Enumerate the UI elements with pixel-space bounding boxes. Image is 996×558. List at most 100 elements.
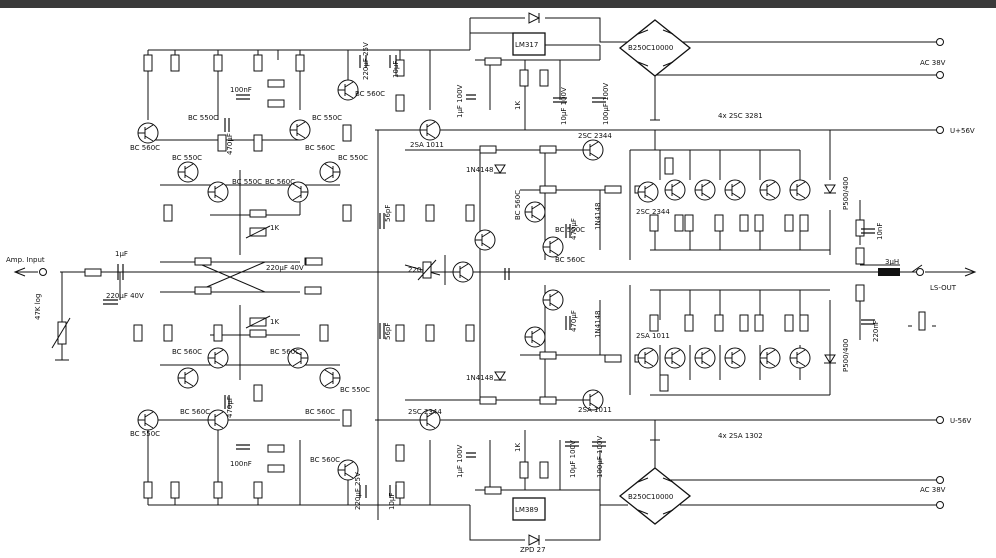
label-regulator-top: LM317 [515, 41, 538, 49]
transistor-r [524, 201, 546, 223]
terminals [39, 38, 944, 509]
label-cap-470uf-c: 470µF [570, 218, 578, 240]
transistor-out-n5 [789, 347, 811, 369]
label-regulator-bottom: LM389 [515, 506, 538, 514]
transistor-out-p4 [759, 179, 781, 201]
label-cap-56pf-top: 56pF [384, 205, 392, 222]
transistor-f [337, 79, 359, 101]
label-res-1k-top: 1K [514, 101, 522, 110]
transistors [137, 79, 811, 481]
terminal-ac-top-1 [936, 38, 944, 46]
transistor-y [637, 347, 659, 369]
labels: Amp. Input LS-OUT AC 38V AC 38V U+56V U-… [6, 41, 975, 554]
label-q-2sc2344-bottom: 2SC 2344 [408, 408, 442, 416]
transistor-s [542, 236, 564, 258]
label-res-1k-b: 1K [270, 318, 279, 326]
transistor-x [637, 181, 659, 203]
transistor-out-p3 [724, 179, 746, 201]
transistor-g [419, 119, 441, 141]
terminal-input [39, 268, 47, 276]
transistor-p [474, 229, 496, 251]
window-top-bar [0, 0, 996, 8]
label-q-bc550c-1: BC 550C [188, 114, 218, 122]
label-amp-input: Amp. Input [6, 256, 45, 264]
transistor-j [287, 347, 309, 369]
terminal-ac-bottom-1 [936, 476, 944, 484]
label-q-bc560c-2: BC 560C [305, 144, 335, 152]
label-res-1k-bottom: 1K [514, 443, 522, 452]
label-cap-220-40: 220µF 40V [106, 292, 144, 300]
presets [245, 225, 437, 329]
transistor-o [419, 409, 441, 431]
transistor-out-n1 [664, 347, 686, 369]
label-q-2sc2344-drv2: 2SC 2344 [636, 208, 670, 216]
transistor-c [207, 181, 229, 203]
label-cap-220-25-top: 220µF 25V [362, 42, 370, 80]
label-zpd-bottom: ZPD 27 [520, 546, 546, 554]
transistor-i [207, 347, 229, 369]
label-pot: 47K log [34, 294, 42, 320]
label-cap-10uf-100v-bottom: 10µF 100V [569, 440, 577, 478]
transistor-m [207, 409, 229, 431]
terminal-v-plus [936, 126, 944, 134]
ground-symbols [55, 119, 660, 441]
transistor-l [137, 409, 159, 431]
label-d-1n4148-d: 1N4148 [594, 310, 602, 338]
label-res-220: 220 [408, 266, 421, 274]
label-q-2sa1011-top: 2SA 1011 [410, 141, 444, 149]
transistor-b [177, 161, 199, 183]
transistor-n [337, 459, 359, 481]
capacitors [103, 55, 875, 498]
label-v-minus: U-56V [950, 417, 972, 425]
label-q-bc550c-2: BC 550C [312, 114, 342, 122]
transistor-out-n2 [694, 347, 716, 369]
label-q-bc560c-a: BC 560C [355, 90, 385, 98]
transistor-w [582, 389, 604, 411]
label-q-bc560c-4: BC 560C [180, 408, 210, 416]
label-q-bc560c-b: BC 560C [172, 348, 202, 356]
label-ac-top: AC 38V [920, 59, 946, 67]
label-q-bc560c-3: BC 560C [265, 178, 295, 186]
label-cap-470uf-d: 470µF [570, 310, 578, 332]
regulators [512, 32, 546, 521]
label-cap-1uf-100v-top: 1µF 100V [456, 84, 464, 118]
label-q-bc550c-vbe: BC 550C [232, 178, 262, 186]
label-d-1n4148-c: 1N4148 [594, 202, 602, 230]
label-cap-470uf-b: 470µF [226, 396, 234, 418]
transistor-d [287, 181, 309, 203]
label-cap-100uf-100v-bottom: 100µF 100V [596, 436, 604, 478]
transistor-t [542, 289, 564, 311]
transistor-out-n4 [759, 347, 781, 369]
label-res-1k-a: 1K [270, 224, 279, 232]
label-inductor: 3µH [885, 258, 899, 266]
label-cap-100nf-bottom: 100nF [230, 460, 252, 468]
label-cap-1uf-100v-bottom: 1µF 100V [456, 444, 464, 478]
label-q-bc560c-c: BC 560C [270, 348, 300, 356]
terminal-v-minus [936, 416, 944, 424]
wire-network [60, 17, 940, 541]
transistor-out-p2 [694, 179, 716, 201]
label-cap-10nf: 10nF [876, 223, 884, 240]
transistor-out-p1 [664, 179, 686, 201]
label-v-plus: U+56V [950, 127, 975, 135]
label-d-p500-b: P500/400 [842, 339, 850, 372]
bridge-rectifiers [618, 19, 692, 525]
label-q-bc550c-mid: BC 550C [555, 226, 585, 234]
label-cap-100uf-100v-top: 100µF 100V [602, 83, 610, 125]
label-ac-bottom: AC 38V [920, 486, 946, 494]
label-output-top: 4x 2SC 3281 [718, 112, 763, 120]
transistor-q [452, 261, 474, 283]
label-cap-in: 1µF [115, 250, 128, 258]
label-q-bc560c-mid: BC 560C [514, 190, 522, 220]
label-bridge-top: B250C10000 [628, 44, 673, 52]
label-bridge-bottom: B250C10000 [628, 493, 673, 501]
label-cap-220-25-bottom: 220µF 25V [354, 472, 362, 510]
label-cap-470uf-a: 470µF [226, 133, 234, 155]
label-cap-100nf-top: 100nF [230, 86, 252, 94]
label-q-bc550c-4: BC 550C [338, 154, 368, 162]
label-cap-10uf-100v-top: 10µF 100V [560, 87, 568, 125]
label-q-2sc2344-drv: 2SC 2344 [578, 132, 612, 140]
label-output-bottom: 4x 2SA 1302 [718, 432, 763, 440]
label-q-2sa1011-drv: 2SA 1011 [578, 406, 612, 414]
